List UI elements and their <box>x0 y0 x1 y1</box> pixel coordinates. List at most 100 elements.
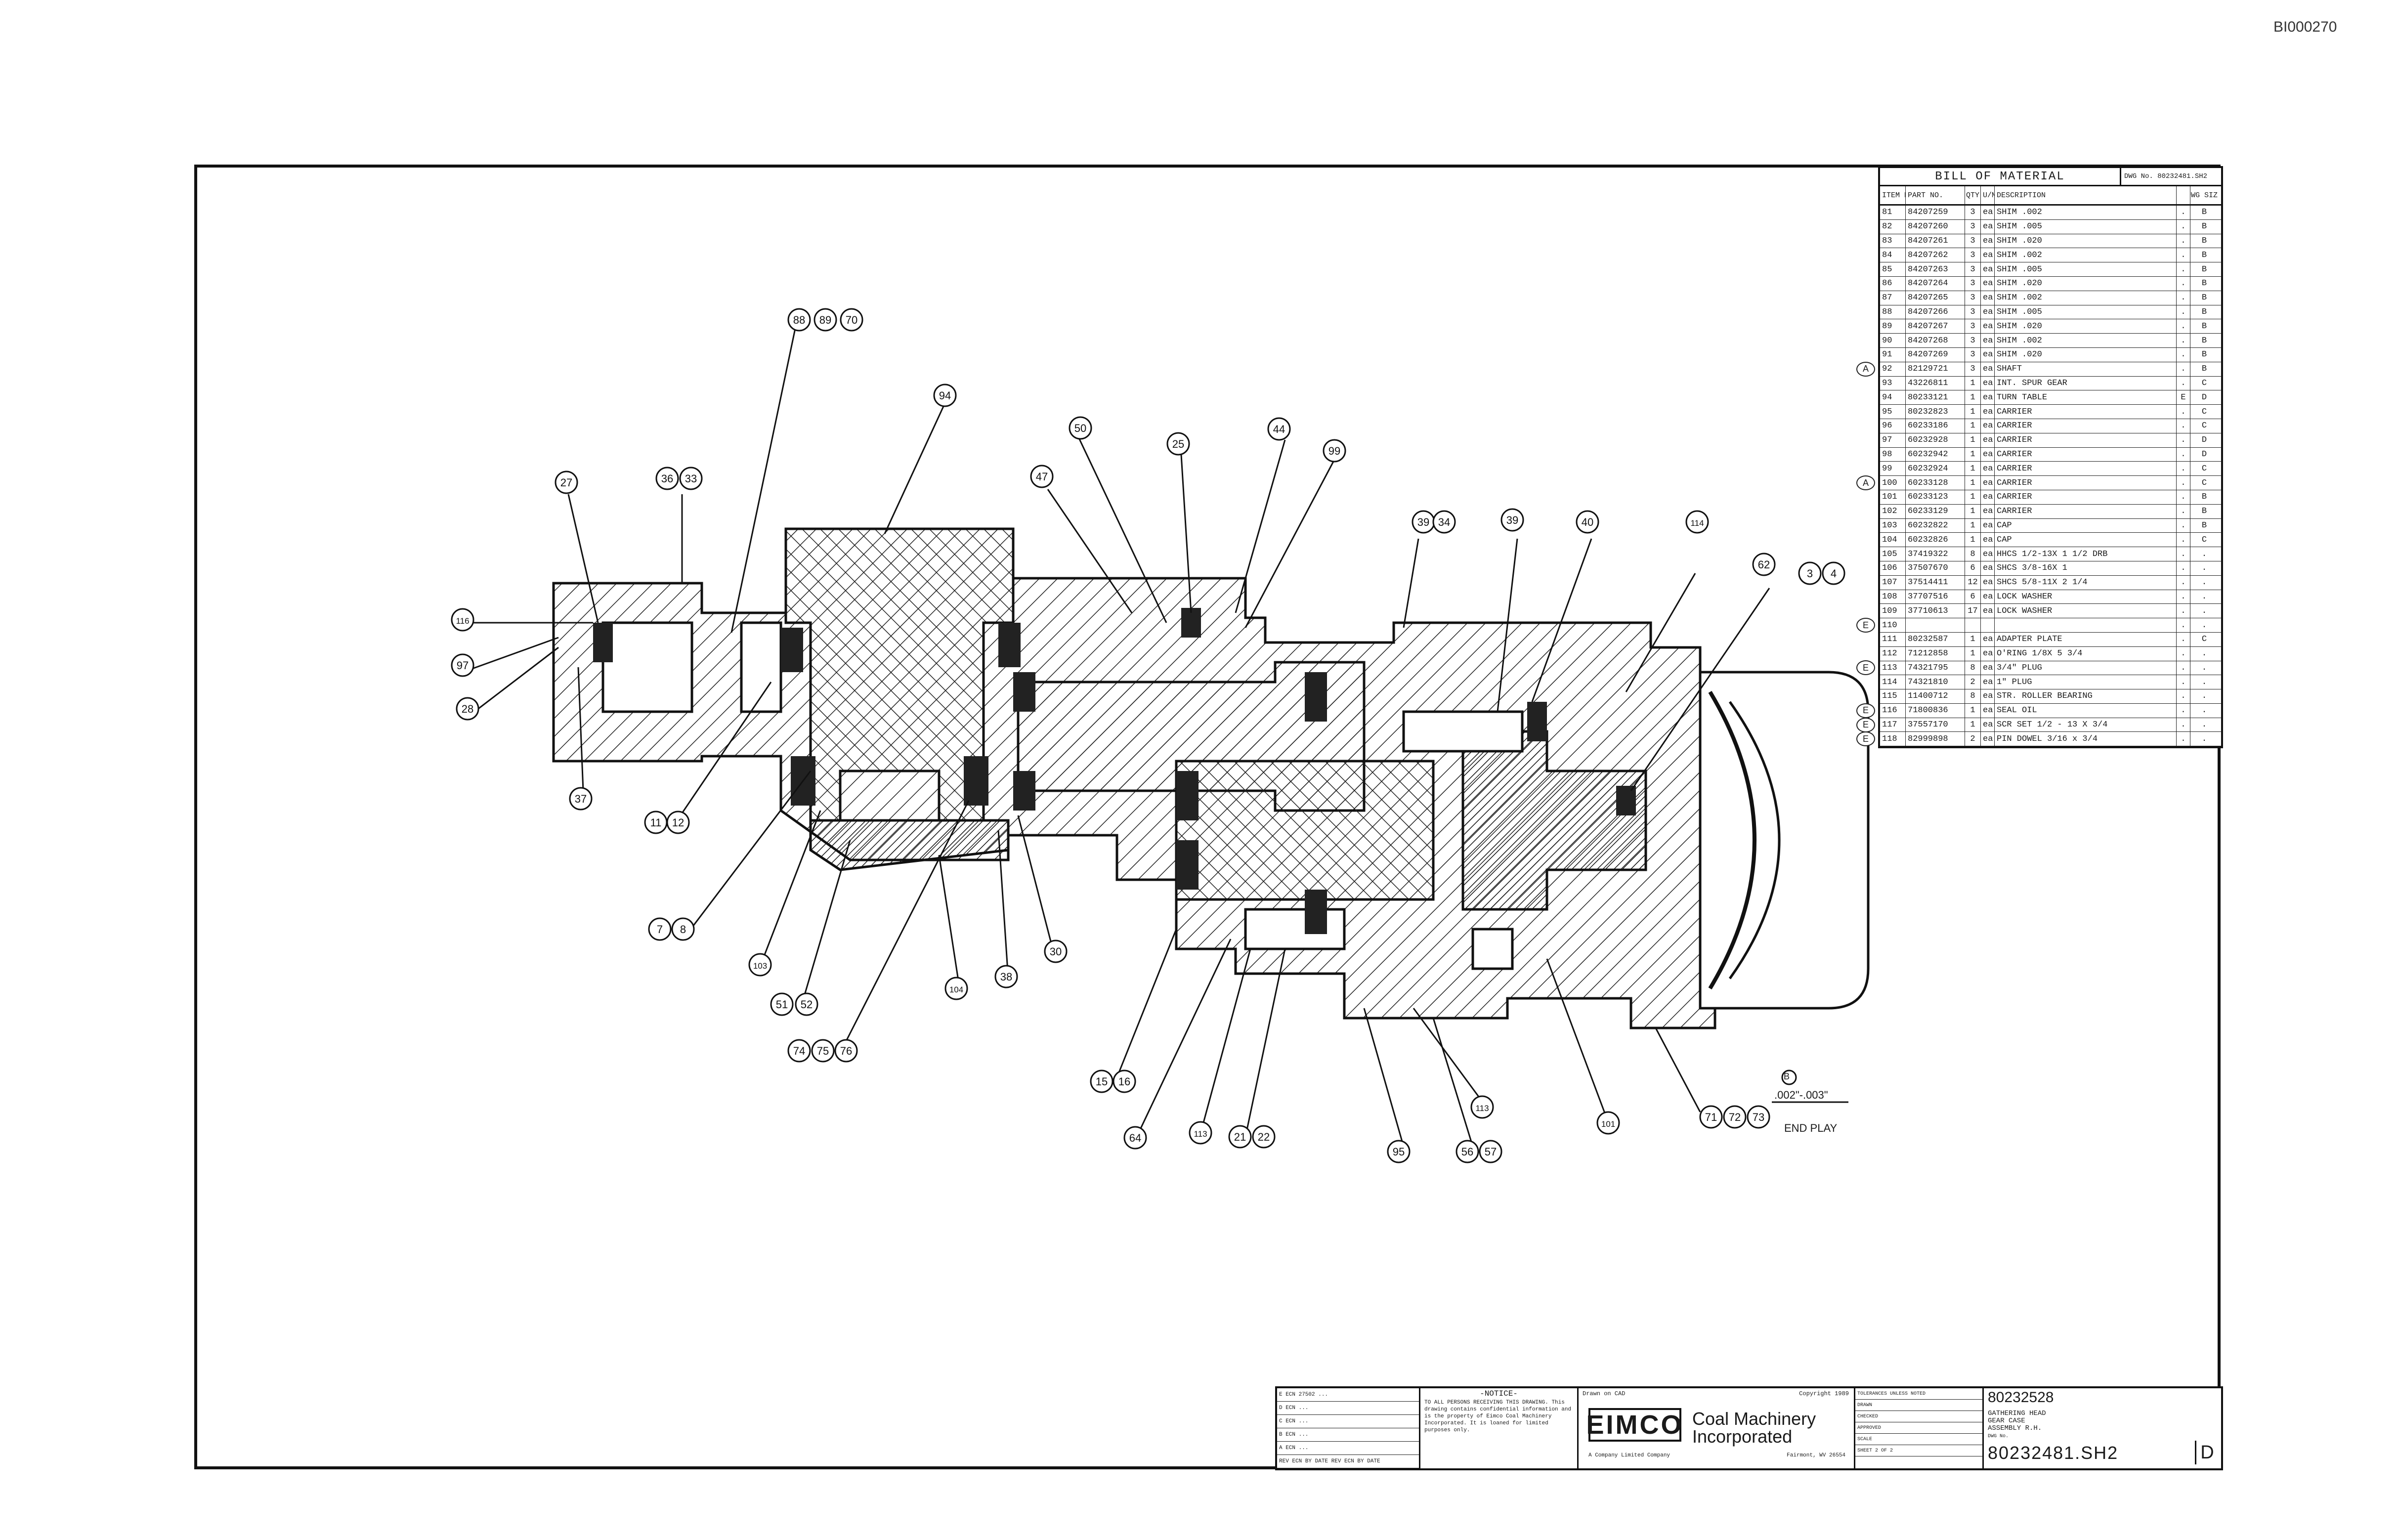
revision-row: B ECN ... <box>1277 1428 1419 1442</box>
bom-revision-marker: E <box>1856 731 1875 747</box>
bom-cell-qty <box>1965 618 1981 632</box>
callout-label: 89 <box>819 314 831 326</box>
bom-cell-size: B <box>2201 236 2207 246</box>
notice-block: -NOTICE- TO ALL PERSONS RECEIVING THIS D… <box>1420 1388 1579 1468</box>
callout-7: 7 <box>648 917 672 941</box>
bom-cell-part: 80232823 <box>1906 405 1965 419</box>
callout-label: 101 <box>1601 1119 1615 1129</box>
bom-cell-size: C <box>2201 421 2207 431</box>
bom-cell-sp: . <box>2177 533 2190 547</box>
bom-cell-size: . <box>2201 720 2207 730</box>
bom-cell-qty: 8 <box>1965 661 1981 675</box>
callout-95: 95 <box>1387 1140 1411 1163</box>
bom-cell-sp: . <box>2177 632 2190 646</box>
bom-cell-desc: CAP <box>1995 533 2177 547</box>
callout-label: 28 <box>462 703 473 715</box>
bom-cell-item: 81 <box>1880 206 1906 219</box>
callout-label: 27 <box>560 476 572 489</box>
bom-cell-desc: CARRIER <box>1995 419 2177 433</box>
callout-39: 39 <box>1500 508 1524 532</box>
callout-label: 15 <box>1096 1075 1108 1088</box>
callout-57: 57 <box>1479 1140 1502 1163</box>
bom-cell-sp: . <box>2177 262 2190 276</box>
bom-title-row: BILL OF MATERIAL DWG No. 80232481.SH2 <box>1880 168 2221 186</box>
bom-cell-part: 60233186 <box>1906 419 1965 433</box>
bom-cell-sp: . <box>2177 504 2190 518</box>
callout-label: 51 <box>776 998 788 1011</box>
callout-label: 37 <box>575 793 587 805</box>
callout-label: 71 <box>1705 1111 1717 1123</box>
callout-label: 75 <box>817 1045 829 1057</box>
bom-cell-desc: SHCS 5/8-11X 2 1/4 <box>1995 575 2177 590</box>
bom-cell-part: 84207264 <box>1906 276 1965 291</box>
callout-group <box>469 326 1770 1147</box>
bom-cell-item: 112 <box>1880 646 1906 661</box>
bom-revision-marker: E <box>1856 660 1875 676</box>
bom-cell-item: 99 <box>1880 462 1906 476</box>
bom-cell-part: 84207266 <box>1906 305 1965 319</box>
bom-cell-item: 118 <box>1880 732 1906 746</box>
bom-cell-qty: 17 <box>1965 604 1981 618</box>
copyright: Copyright 1989 <box>1799 1390 1849 1397</box>
callout-label: 97 <box>457 659 469 672</box>
bom-cell-size: B <box>2201 364 2207 374</box>
bom-cell-um: ea <box>1981 661 1995 675</box>
revision-letter: D <box>2195 1441 2218 1464</box>
callout-label: 16 <box>1118 1075 1130 1088</box>
bom-cell-um: ea <box>1981 646 1995 661</box>
bom-cell-qty: 6 <box>1965 561 1981 575</box>
company-address: Fairmont, WV 26554 <box>1787 1453 1845 1458</box>
bom-cell-part: 60233128 <box>1906 476 1965 490</box>
bom-cell-um: ea <box>1981 533 1995 547</box>
callout-25: 25 <box>1166 432 1190 456</box>
bom-cell-part: 84207259 <box>1906 206 1965 219</box>
callout-15: 15 <box>1090 1069 1113 1093</box>
bom-cell-qty: 1 <box>1965 718 1981 732</box>
bom-cell-size: . <box>2201 649 2207 659</box>
bom-cell-sp: . <box>2177 462 2190 476</box>
end-play-label: END PLAY <box>1784 1122 1838 1134</box>
bom-cell-item: 109 <box>1880 604 1906 618</box>
bom-cell-um: ea <box>1981 476 1995 490</box>
callout-113: 113 <box>1470 1095 1494 1119</box>
bom-cell-qty: 1 <box>1965 419 1981 433</box>
bom-cell-sp: . <box>2177 718 2190 732</box>
bom-cell-qty: 1 <box>1965 447 1981 462</box>
revision-row: D ECN ... <box>1277 1402 1419 1415</box>
bom-cell-um: ea <box>1981 206 1995 219</box>
bom-cell-um: ea <box>1981 276 1995 291</box>
bom-cell-item: 108 <box>1880 590 1906 604</box>
bom-cell-item: 115 <box>1880 689 1906 703</box>
bom-cell-part: 37419322 <box>1906 547 1965 561</box>
bom-cell-um <box>1981 618 1995 632</box>
bom-cell-size: B <box>2201 507 2207 516</box>
callout-8: 8 <box>671 917 695 941</box>
callout-label: 38 <box>1000 971 1012 983</box>
bom-cell-size: D <box>2201 449 2207 459</box>
bom-cell-size: B <box>2201 350 2207 360</box>
bom-title: BILL OF MATERIAL <box>1935 170 2065 183</box>
bom-cell-part: 60232928 <box>1906 433 1965 447</box>
bom-cell-um: ea <box>1981 291 1995 305</box>
bom-cell-qty: 1 <box>1965 518 1981 533</box>
bom-cell-item: 90 <box>1880 334 1906 347</box>
bom-cell-sp: . <box>2177 547 2190 561</box>
bom-cell-sp: . <box>2177 419 2190 433</box>
callout-label: 39 <box>1417 516 1429 528</box>
bom-cell-um: ea <box>1981 319 1995 334</box>
bom-cell-qty: 2 <box>1965 732 1981 746</box>
callout-74: 74 <box>787 1039 811 1063</box>
bom-cell-part: 82129721 <box>1906 362 1965 376</box>
bom-cell-um: ea <box>1981 590 1995 604</box>
